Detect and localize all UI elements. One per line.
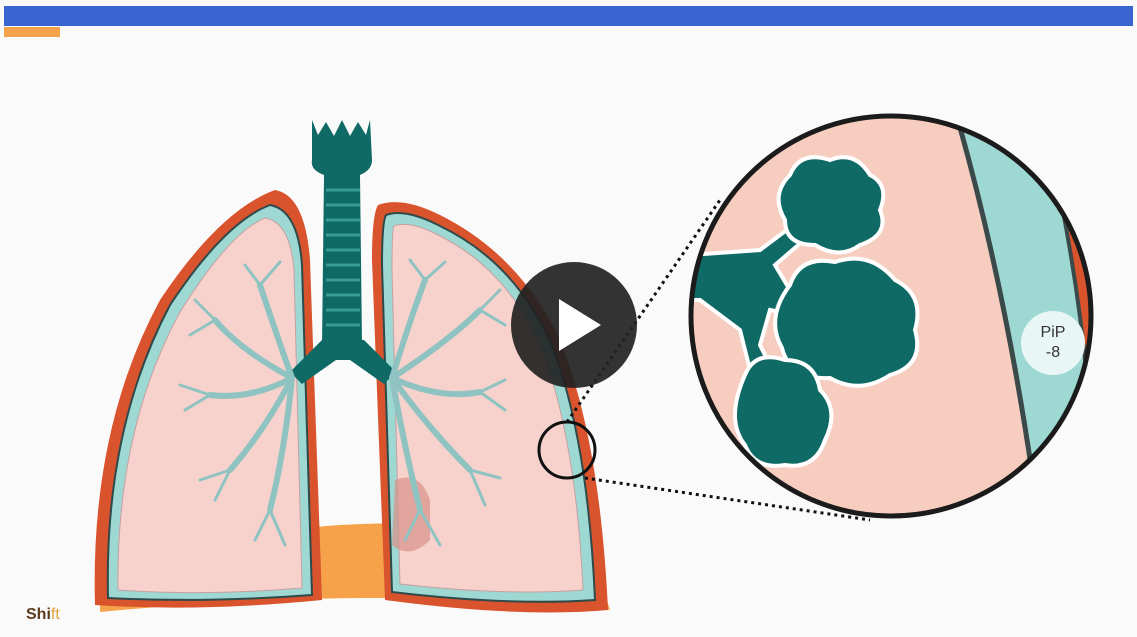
brand-logo-accent: ft: [51, 606, 60, 623]
pip-value: -8: [1046, 343, 1060, 363]
play-button[interactable]: [511, 262, 637, 388]
brand-logo-main: Shi: [26, 606, 51, 623]
brand-logo: Shift: [26, 606, 60, 624]
pip-label: PiP: [1041, 323, 1066, 343]
play-triangle-icon: [559, 299, 601, 351]
pip-pressure-badge: PiP -8: [1021, 311, 1085, 375]
